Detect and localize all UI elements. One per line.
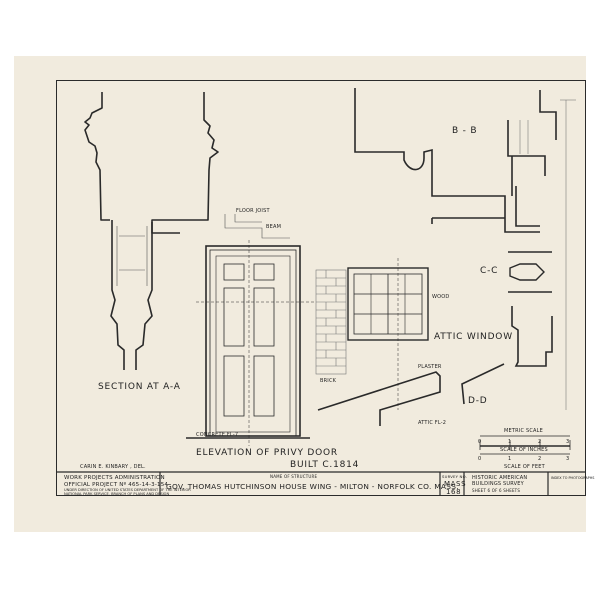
section-dd-label: D-D [468, 396, 488, 406]
metric-tick-3: 3 [566, 439, 570, 445]
section-aa-jamb [110, 220, 153, 370]
habs-line-2: BUILDINGS SURVEY [472, 481, 524, 487]
built-date: BUILT C.1814 [290, 460, 360, 470]
roof-slope [317, 371, 441, 426]
floor-joist-label: FLOOR JOIST [236, 208, 270, 214]
photo-index-note: INDEX TO PHOTOGRAPHS [551, 476, 595, 480]
wpa-line-1: WORK PROJECTS ADMINISTRATION [64, 475, 165, 481]
section-cc [508, 251, 552, 293]
beam-label: BEAM [266, 224, 282, 230]
section-aa-label: SECTION AT A-A [98, 382, 181, 392]
section-bb [354, 88, 557, 233]
plaster-label: PLASTER [418, 364, 442, 370]
brick-wall [315, 269, 347, 375]
metric-tick-2: 2 [538, 439, 542, 445]
wpa-line-3: UNDER DIRECTION OF UNITED STATES DEPARTM… [64, 488, 191, 492]
graphic-scales [479, 435, 571, 455]
metric-scale-title: METRIC SCALE [504, 428, 543, 434]
attic-window-label: ATTIC WINDOW [434, 332, 513, 342]
section-aa-profile-right [151, 92, 219, 234]
survey-number-caption: SURVEY NO. [442, 474, 468, 479]
inches-tick-2: 2 [538, 456, 542, 462]
drawing-border [56, 80, 586, 496]
attic-window-elevation [347, 258, 429, 410]
feet-scale-title: SCALE OF FEET [504, 464, 545, 470]
inches-tick-1: 1 [508, 456, 512, 462]
structure-name: GOV. THOMAS HUTCHINSON HOUSE WING - MILT… [166, 482, 459, 491]
section-aa-profile-left [84, 92, 110, 221]
habs-line-1: HISTORIC AMERICAN [472, 475, 528, 481]
section-dd [461, 306, 553, 405]
inches-tick-0: 0 [478, 456, 482, 462]
section-cc-label: C-C [480, 266, 499, 276]
metric-tick-1: 1 [508, 439, 512, 445]
wood-label: WOOD [432, 294, 450, 300]
attic-floor-label: ATTIC FL-2 [418, 420, 447, 426]
brick-label: BRICK [320, 378, 337, 384]
draftsman-credit: CARIN E. KINBARY , DEL. [80, 464, 146, 470]
inches-scale-title: SCALE OF INCHES [500, 447, 548, 453]
metric-tick-0: 0 [478, 439, 482, 445]
survey-number: 168 [446, 488, 462, 496]
wpa-line-2: OFFICIAL PROJECT Nº 465-14-3-154 [64, 482, 169, 488]
sheet-number: SHEET 6 OF 6 SHEETS [472, 488, 521, 493]
survey-state: MASS [444, 480, 467, 488]
title-block-rules [56, 471, 586, 496]
privy-door-elevation [186, 240, 314, 446]
inches-tick-3: 3 [566, 456, 570, 462]
structure-name-caption: NAME OF STRUCTURE [270, 474, 318, 479]
wpa-line-4: NATIONAL PARK SERVICE, BRANCH OF PLANS A… [64, 492, 170, 496]
section-bb-label: B - B [452, 126, 478, 136]
concrete-floor-label: CONCRETE FL-7 [196, 432, 239, 438]
elevation-label: ELEVATION OF PRIVY DOOR [196, 448, 338, 458]
